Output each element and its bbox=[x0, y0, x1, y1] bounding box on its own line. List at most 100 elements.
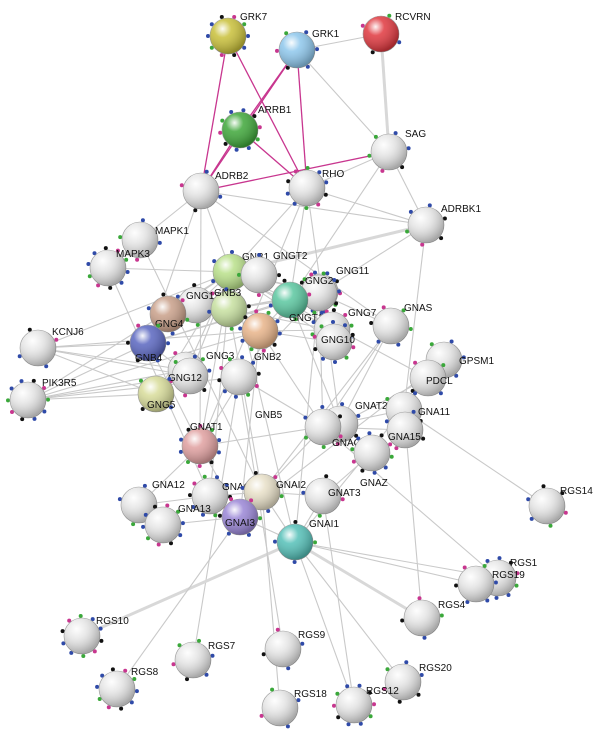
evidence-dot bbox=[217, 438, 222, 443]
edge-adrbk1-adrb2 bbox=[200, 190, 427, 226]
node-gnaq[interactable]: GNAQ bbox=[303, 405, 362, 449]
node-gnat1[interactable]: GNAT1 bbox=[178, 422, 223, 468]
evidence-dot bbox=[338, 414, 342, 419]
node-gng12[interactable]: GNG12 bbox=[168, 354, 212, 398]
node-pik3r5[interactable]: PIK3R5 bbox=[6, 378, 77, 422]
node-gna12[interactable]: GNA12 bbox=[117, 480, 185, 527]
evidence-dot bbox=[335, 441, 340, 446]
node-gng10[interactable]: GNG10 bbox=[312, 320, 356, 364]
node-rgs10[interactable]: RGS10 bbox=[60, 614, 130, 658]
evidence-dot bbox=[284, 31, 289, 36]
node-gna13[interactable]: GNA13 bbox=[141, 503, 211, 547]
evidence-dot bbox=[258, 516, 262, 521]
evidence-dot bbox=[346, 722, 351, 727]
node-gng13[interactable]: GNG13 bbox=[175, 283, 220, 327]
node-label: ADRB2 bbox=[215, 171, 249, 182]
node-grk7[interactable]: GRK7 bbox=[206, 12, 268, 57]
evidence-dot bbox=[416, 692, 421, 697]
node-gnb4[interactable]: GNB4 bbox=[126, 323, 170, 364]
evidence-dot bbox=[257, 253, 262, 257]
evidence-dot bbox=[230, 250, 234, 254]
evidence-dot bbox=[211, 279, 216, 284]
node-label: GNAO1 bbox=[222, 482, 257, 493]
node-kcnj6[interactable]: KCNJ6 bbox=[17, 327, 84, 369]
node-gna15[interactable]: GNA15 bbox=[384, 409, 426, 451]
evidence-dot bbox=[257, 125, 262, 130]
evidence-dot bbox=[256, 371, 261, 376]
node-gnat3[interactable]: GNAT3 bbox=[301, 474, 361, 518]
node-rgs7[interactable]: RGS7 bbox=[171, 638, 236, 682]
evidence-dot bbox=[497, 556, 502, 561]
evidence-dot bbox=[192, 481, 197, 486]
node-gnao1[interactable]: GNAO1 bbox=[188, 474, 257, 518]
evidence-dot bbox=[220, 118, 225, 123]
evidence-dot bbox=[256, 293, 261, 297]
node-highlight bbox=[336, 687, 372, 723]
node-rgs18[interactable]: RGS18 bbox=[259, 687, 328, 729]
node-label: GNGT1 bbox=[289, 313, 324, 324]
node-label: GNA12 bbox=[152, 480, 185, 491]
evidence-dot bbox=[333, 360, 337, 364]
node-rgs19[interactable]: RGS19 bbox=[454, 564, 525, 604]
node-gngt1[interactable]: GNGT1 bbox=[268, 278, 324, 324]
node-adrb2[interactable]: ADRB2 bbox=[179, 169, 249, 213]
evidence-dot bbox=[110, 667, 115, 672]
evidence-dot bbox=[351, 459, 356, 464]
node-gngt2[interactable]: GNGT2 bbox=[237, 251, 308, 297]
evidence-dot bbox=[86, 262, 91, 266]
edge-sag-gngt1 bbox=[289, 151, 390, 301]
node-rgs8[interactable]: RGS8 bbox=[95, 667, 159, 711]
evidence-dot bbox=[54, 337, 59, 342]
evidence-dot bbox=[394, 446, 399, 451]
node-gnai1[interactable]: GNAI1 bbox=[273, 519, 339, 564]
node-rgs4[interactable]: RGS4 bbox=[400, 596, 466, 640]
node-label: GNG10 bbox=[321, 335, 355, 346]
evidence-dot bbox=[350, 447, 355, 452]
evidence-dot bbox=[449, 339, 454, 344]
node-gnas[interactable]: GNAS bbox=[369, 303, 433, 347]
node-highlight bbox=[121, 487, 157, 523]
node-label: GNG2 bbox=[305, 276, 334, 287]
evidence-dot bbox=[548, 523, 553, 528]
evidence-dot bbox=[97, 697, 102, 701]
edge-gng2-gnaq bbox=[318, 292, 324, 428]
node-mapk1[interactable]: MAPK1 bbox=[118, 218, 189, 262]
node-label: GNA11 bbox=[418, 407, 450, 418]
node-rho[interactable]: RHO bbox=[285, 166, 345, 210]
node-pdcl[interactable]: PDCL bbox=[409, 359, 453, 397]
evidence-dot bbox=[282, 278, 287, 283]
evidence-dot bbox=[302, 277, 307, 282]
edge-mapk3-gnb1 bbox=[107, 267, 232, 273]
node-rgs9[interactable]: RGS9 bbox=[261, 627, 326, 671]
node-rgs20[interactable]: RGS20 bbox=[382, 660, 452, 704]
node-gng2[interactable]: GNG2 bbox=[297, 271, 341, 315]
node-rgs12[interactable]: RGS12 bbox=[332, 683, 399, 727]
node-grk1[interactable]: GRK1 bbox=[275, 29, 340, 70]
evidence-dot bbox=[254, 384, 259, 388]
evidence-dot bbox=[224, 287, 229, 292]
node-sag[interactable]: SAG bbox=[367, 129, 426, 173]
evidence-dot bbox=[118, 235, 123, 240]
node-rgs14[interactable]: RGS14 bbox=[526, 484, 593, 528]
node-arrb1[interactable]: ARRB1 bbox=[218, 105, 292, 152]
evidence-dot bbox=[210, 653, 215, 658]
node-adrbk1[interactable]: ADRBK1 bbox=[405, 203, 481, 247]
node-gnb3[interactable]: GNB3 bbox=[207, 287, 251, 331]
node-mapk3[interactable]: MAPK3 bbox=[86, 246, 150, 290]
evidence-dot bbox=[103, 246, 108, 251]
evidence-dot bbox=[20, 417, 25, 422]
node-label: SAG bbox=[405, 129, 426, 140]
node-rcvrn[interactable]: RCVRN bbox=[360, 12, 431, 55]
node-gng4[interactable]: GNG4 bbox=[146, 292, 190, 336]
node-gng5[interactable]: GNG5 bbox=[137, 375, 176, 413]
node-gnaz[interactable]: GNAZ bbox=[350, 431, 394, 489]
evidence-dot bbox=[117, 497, 122, 502]
node-gnb5[interactable]: GNB5 bbox=[217, 355, 283, 421]
node-highlight bbox=[305, 409, 341, 445]
evidence-dot bbox=[212, 259, 217, 264]
node-gnb2[interactable]: GNB2 bbox=[238, 309, 282, 363]
node-label: GNG4 bbox=[155, 319, 184, 330]
node-gnai3[interactable]: GNAI3 bbox=[218, 497, 262, 537]
evidence-dot bbox=[316, 202, 321, 207]
